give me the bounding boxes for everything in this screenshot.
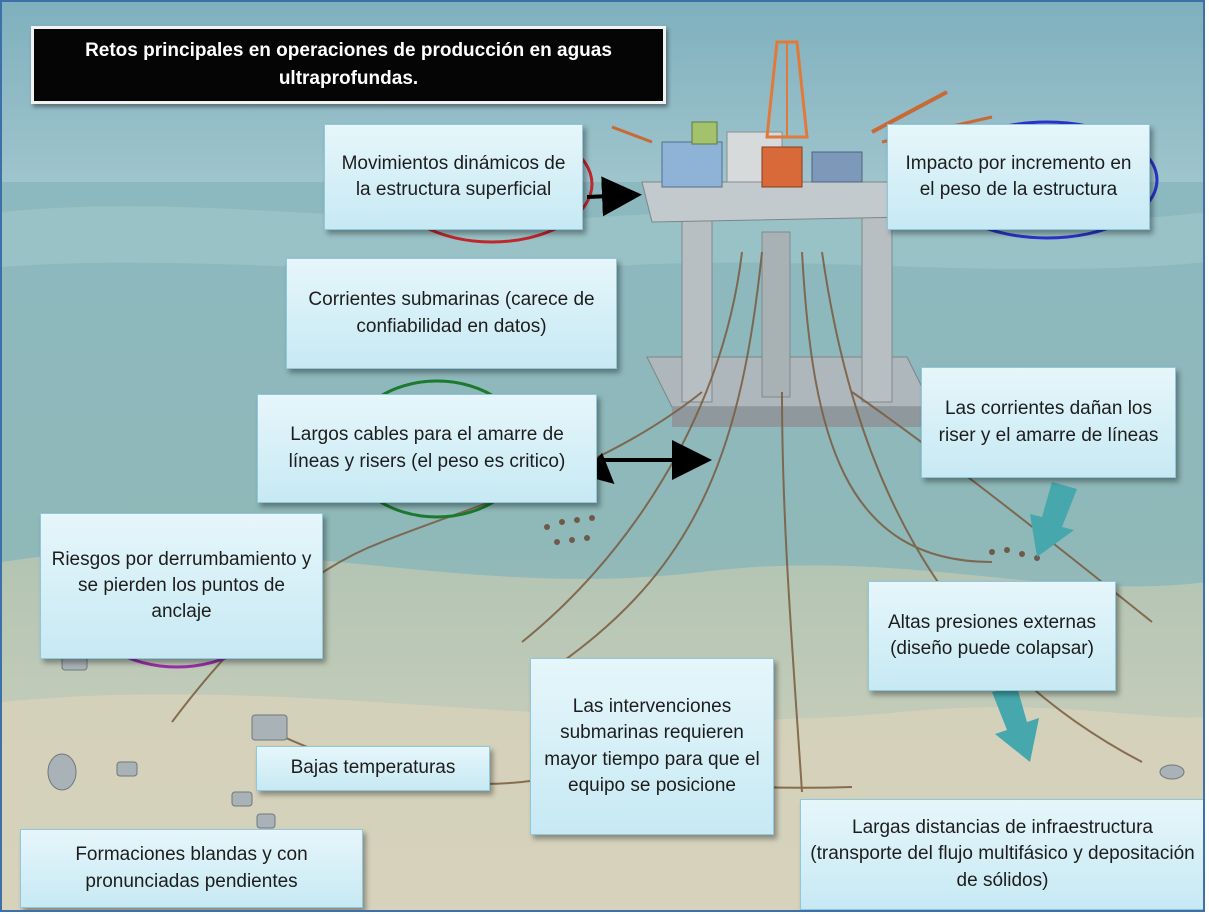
callout-long-distances: Largas distancias de infraestructura (tr…	[800, 799, 1203, 910]
callout-weight-impact: Impacto por incremento en el peso de la …	[887, 124, 1150, 230]
callout-dynamic-movements: Movimientos dinámicos de la estructura s…	[324, 124, 583, 230]
page-title: Retos principales en operaciones de prod…	[31, 26, 666, 104]
callout-current-damage: Las corrientes dañan los riser y el amar…	[921, 367, 1176, 478]
teal-arrow-currents	[1030, 482, 1077, 557]
callout-subsea-interventions: Las intervenciones submarinas requieren …	[530, 658, 774, 835]
callout-soft-formations: Formaciones blandas y con pronunciadas p…	[20, 829, 363, 908]
arrow-to-platform	[586, 176, 642, 217]
callout-subsea-currents: Corrientes submarinas (carece de confiab…	[286, 258, 617, 369]
callout-low-temperatures: Bajas temperaturas	[256, 746, 490, 791]
platform	[611, 40, 993, 427]
teal-arrow-pressure	[992, 687, 1039, 762]
callout-external-pressure: Altas presiones externas (diseño puede c…	[868, 581, 1116, 691]
buoyancy-modules	[544, 515, 1040, 561]
callout-long-cables: Largos cables para el amarre de líneas y…	[257, 394, 597, 503]
callout-collapse-risk: Riesgos por derrumbamiento y se pierden …	[40, 513, 323, 659]
